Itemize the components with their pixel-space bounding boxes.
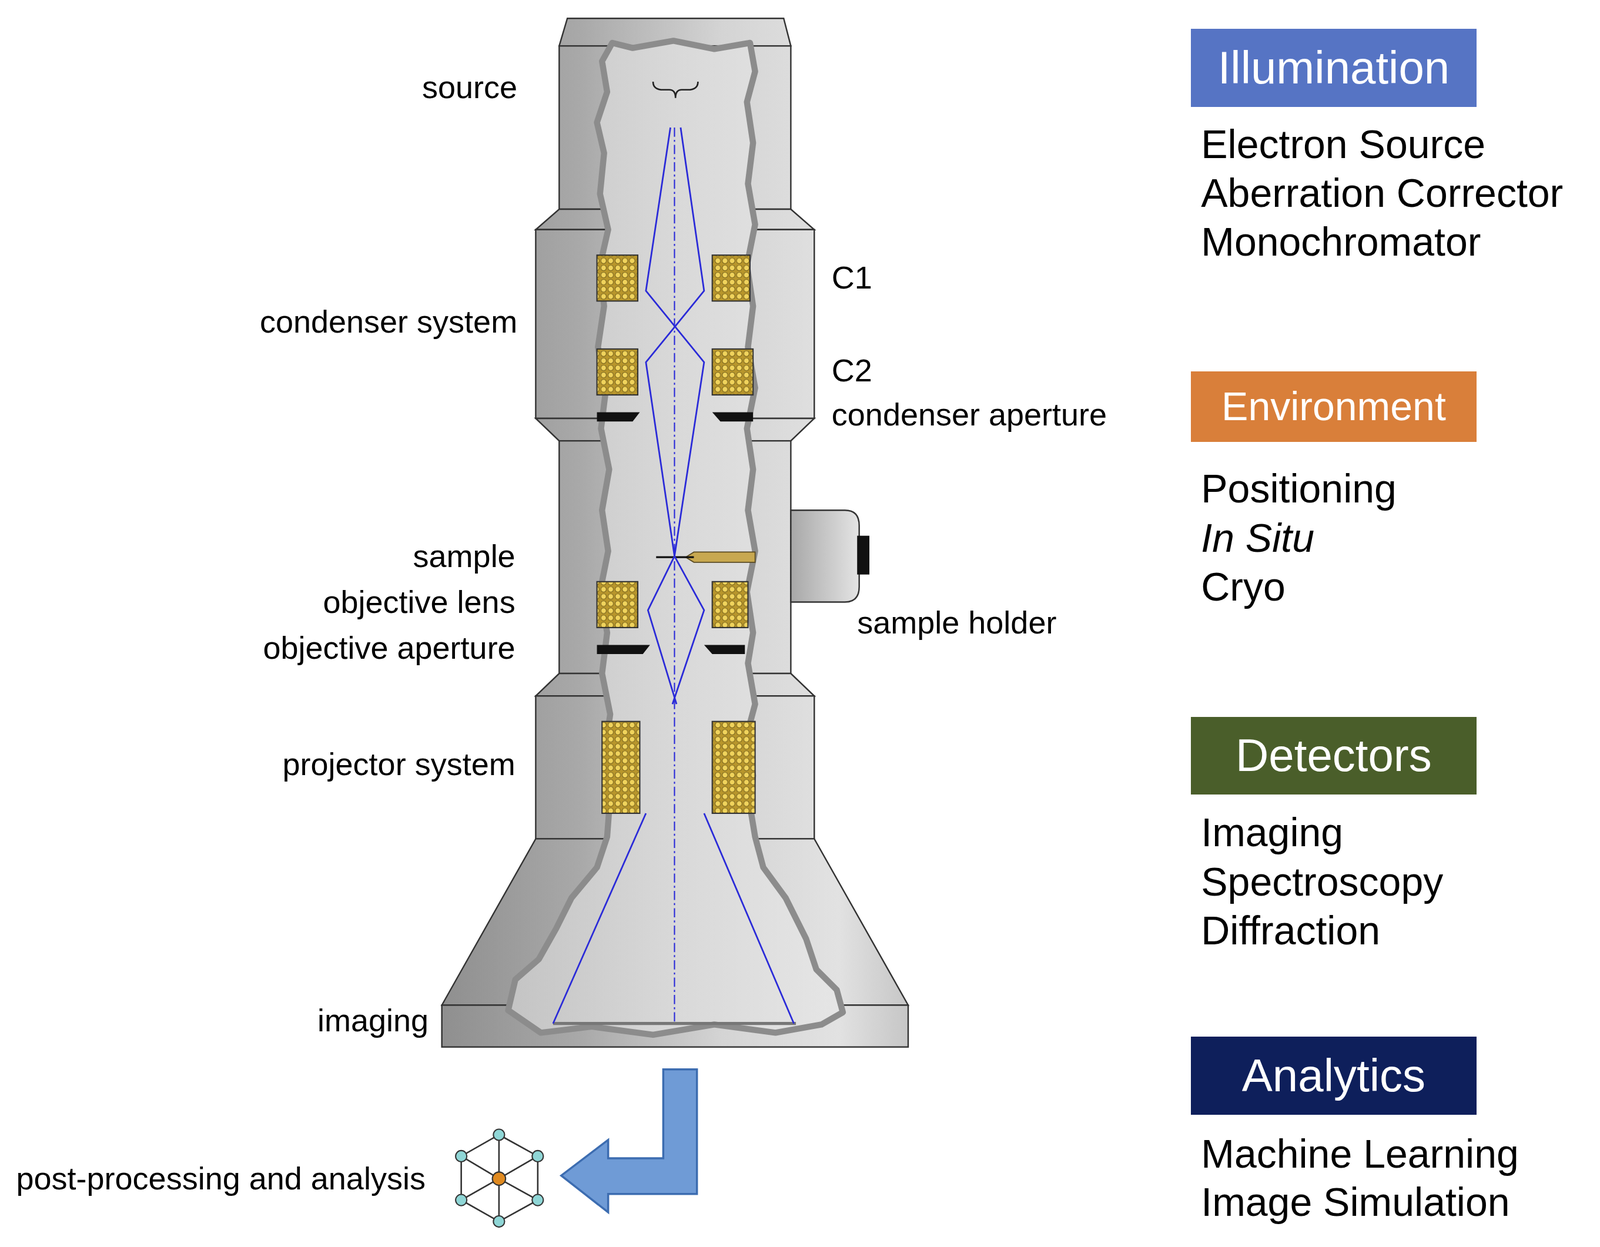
feature-item: Cryo	[1200, 563, 1286, 610]
part-label: projector system	[282, 745, 516, 783]
condenser-aperture	[597, 412, 641, 423]
part-label: condenser system	[259, 303, 518, 340]
part-label: objective aperture	[262, 629, 515, 666]
part-label: condenser aperture	[831, 396, 1107, 433]
icon-vertex	[493, 1216, 505, 1228]
c1-coil	[712, 255, 751, 301]
icon-center	[492, 1172, 507, 1186]
feature-item: In Situ	[1200, 514, 1315, 561]
objective-coil	[712, 581, 749, 628]
electron-rays	[553, 127, 795, 1024]
header-text: Environment	[1221, 384, 1446, 429]
feature-item: Machine Learning	[1200, 1130, 1519, 1177]
category-header: Detectors	[1190, 717, 1477, 795]
objective-aperture	[704, 644, 745, 655]
icon-vertex	[455, 1150, 467, 1163]
part-label: imaging	[317, 1002, 429, 1039]
icon-vertex	[455, 1195, 467, 1207]
imaging-screen	[553, 1022, 796, 1026]
condenser-aperture	[712, 412, 753, 423]
feature-item: Electron Source	[1200, 121, 1486, 167]
part-label: post-processing and analysis	[16, 1160, 426, 1197]
c2-coil	[712, 349, 753, 396]
part-label: sample	[413, 537, 516, 575]
icon-hexagon	[461, 1135, 538, 1223]
icon-vertex	[531, 1195, 544, 1207]
projector-coil	[712, 721, 756, 814]
lens-coils	[597, 255, 756, 814]
c2-coil	[597, 349, 638, 396]
header-text: Detectors	[1235, 730, 1432, 782]
feature-item: Imaging	[1200, 809, 1344, 856]
ray-path	[645, 127, 705, 705]
ray-path	[645, 127, 705, 705]
source-brace	[653, 81, 698, 99]
ray-path	[704, 813, 795, 1024]
feature-item: Diffraction	[1200, 907, 1381, 954]
feature-item: Monochromator	[1200, 218, 1481, 265]
holder-knob	[857, 536, 870, 575]
c1-coil	[597, 255, 638, 301]
holder-rod	[685, 551, 756, 562]
output-arrow	[561, 1069, 698, 1213]
category-header: Analytics	[1190, 1036, 1477, 1116]
feature-item: Aberration Corrector	[1200, 169, 1563, 216]
part-label: C1	[831, 259, 873, 296]
objective-coil	[597, 581, 638, 628]
optical-axis	[673, 127, 675, 1024]
feature-item: Image Simulation	[1200, 1179, 1510, 1225]
icon-vertex	[531, 1150, 544, 1163]
feature-item: Positioning	[1200, 465, 1397, 512]
feature-item: Spectroscopy	[1200, 858, 1444, 905]
header-text: Illumination	[1217, 42, 1451, 94]
objective-aperture	[597, 644, 651, 655]
projector-coil	[601, 721, 640, 814]
network-icon	[455, 1129, 544, 1228]
part-label: C2	[831, 352, 873, 389]
category-header: Environment	[1190, 371, 1477, 443]
header-text: Analytics	[1242, 1050, 1426, 1102]
sample-holder-port	[790, 510, 859, 602]
part-label: source	[422, 68, 518, 106]
part-label: sample holder	[857, 604, 1057, 641]
ray-path	[553, 813, 646, 1024]
part-label: objective lens	[322, 583, 515, 621]
column-housing	[442, 18, 909, 1047]
category-header: Illumination	[1190, 28, 1477, 108]
icon-vertex	[493, 1129, 505, 1141]
